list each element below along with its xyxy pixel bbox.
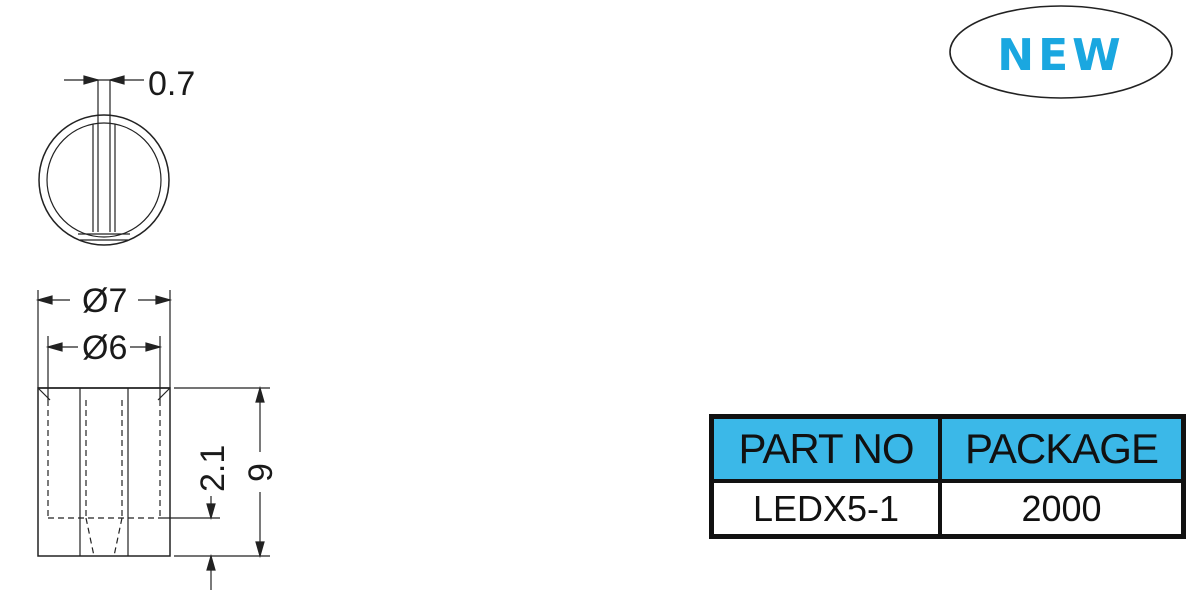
top-view xyxy=(38,80,170,246)
outer-diameter-dimension xyxy=(35,290,173,388)
outer-diameter-label: Ø7 xyxy=(82,282,127,320)
side-view xyxy=(37,387,171,557)
inner-diameter-label: Ø6 xyxy=(82,329,127,367)
slot-width-dimension xyxy=(64,75,144,85)
slot-depth-dimension xyxy=(160,496,220,590)
cell-package: 2000 xyxy=(942,483,1181,534)
height-dimension xyxy=(174,385,270,559)
new-badge: NEW xyxy=(949,5,1173,99)
slot-width-label: 0.7 xyxy=(148,65,195,103)
header-part-no: PART NO xyxy=(714,419,942,483)
new-badge-text: NEW xyxy=(997,30,1124,81)
height-label: 9 xyxy=(242,463,280,482)
slot-depth-label: 2.1 xyxy=(194,445,232,492)
part-table: PART NO PACKAGE LEDX5-1 2000 xyxy=(709,414,1186,539)
cell-part-no: LEDX5-1 xyxy=(714,483,942,534)
inner-diameter-dimension xyxy=(45,336,163,400)
header-package: PACKAGE xyxy=(942,419,1181,483)
